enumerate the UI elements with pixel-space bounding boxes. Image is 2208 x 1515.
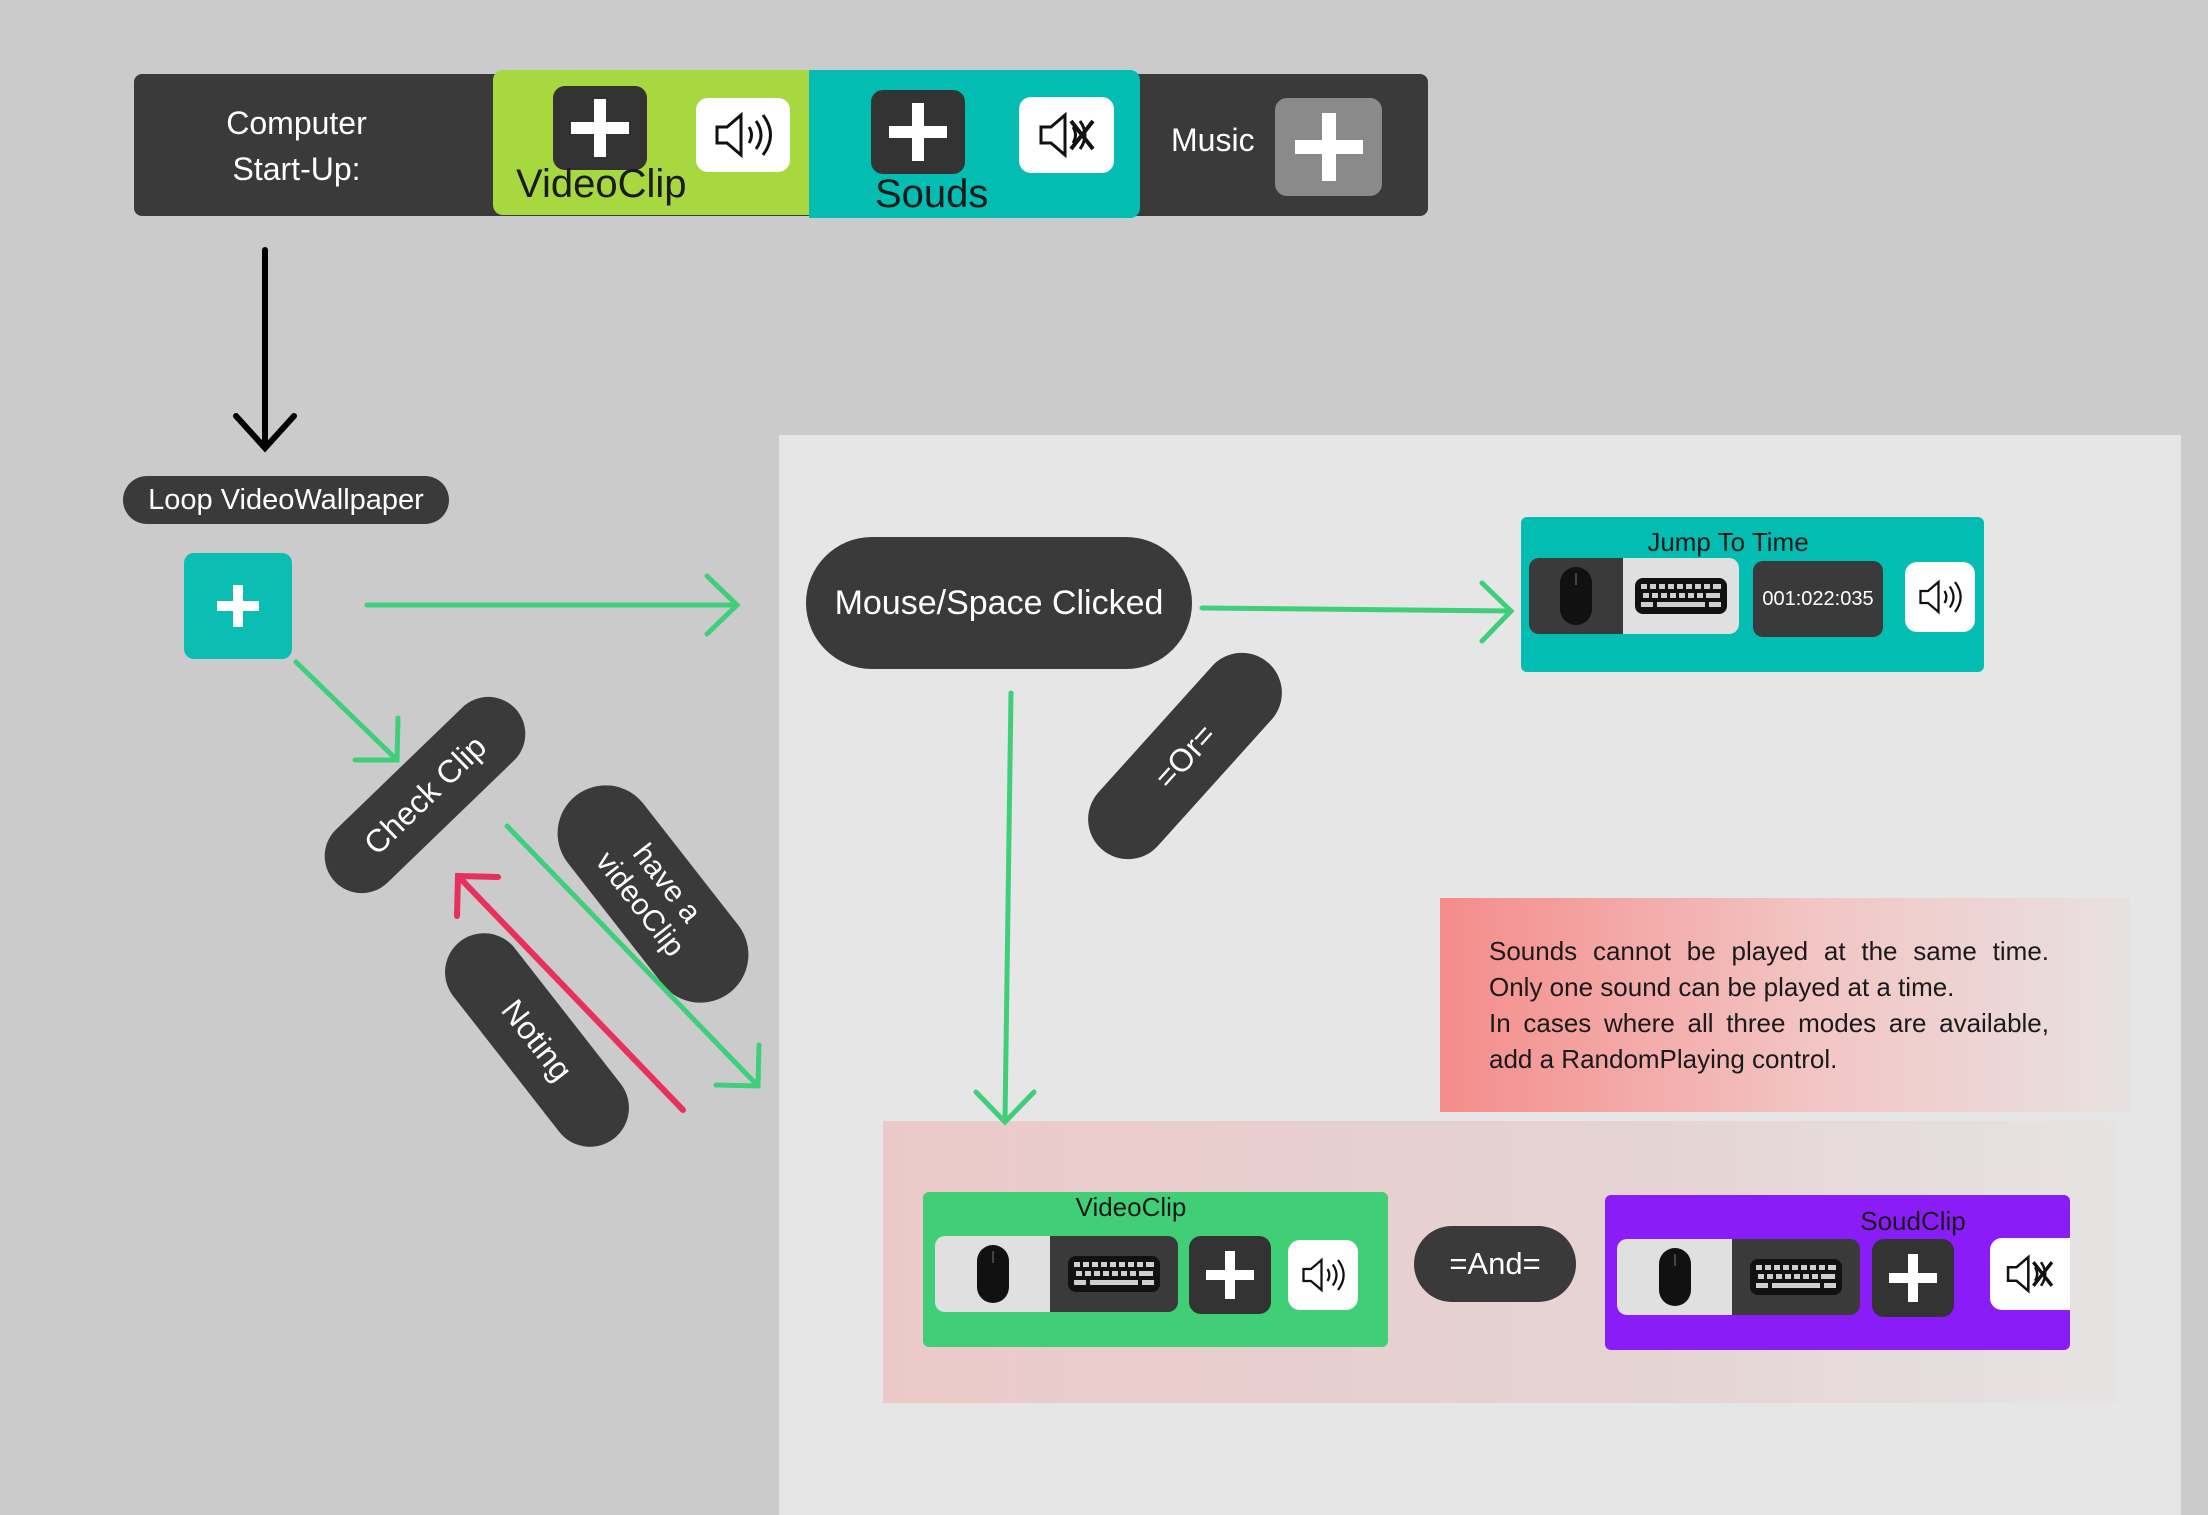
videoclip-label: VideoClip [516,162,687,206]
soundclip-keyboard-input[interactable] [1732,1239,1860,1315]
jump-mouse-input[interactable] [1529,558,1623,634]
speaker-on-icon [1919,579,1962,615]
add-sound-button[interactable] [871,90,965,174]
speaker-on-icon [715,111,772,159]
and-node: =And= [1414,1226,1576,1302]
jump-time-field[interactable]: 001:022:035 [1753,561,1883,637]
note-line-3: In cases where all three modes are avail… [1489,1008,2049,1038]
videoclip-sound-button[interactable] [1288,1240,1358,1310]
speaker-muted-icon [1039,111,1095,159]
jump-to-time-title: Jump To Time [1647,527,1809,557]
sounds-mute-toggle[interactable] [1019,97,1114,173]
sounds-label: Souds [875,172,989,216]
add-music-button[interactable] [1275,98,1382,196]
music-label: Music [1171,122,1255,158]
speaker-on-icon [1302,1257,1345,1293]
plus-icon [1294,113,1363,181]
plus-icon [1889,1254,1937,1302]
videoclip-keyboard-input[interactable] [1050,1236,1178,1312]
note-text: Sounds cannot be played at the same time… [1489,933,2049,1077]
startup-label-line-1: Computer [226,105,367,141]
startup-to-loop-arrow [233,247,297,453]
startup-label: Computer Start-Up: [134,100,459,192]
noting-return-arrow [454,872,686,1113]
loop-videowallpaper-node: Loop VideoWallpaper [123,476,449,524]
startup-label-line-2: Start-Up: [232,151,361,187]
loop-add-button[interactable] [184,553,292,659]
note-box [1440,898,2130,1112]
videoclip-mouse-input[interactable] [935,1236,1050,1312]
mouse-icon [1658,1248,1691,1306]
videoclip-sound-toggle[interactable] [696,98,790,172]
videoclip-card-title: VideoClip [1075,1192,1187,1222]
check-to-bottom-arrow [504,823,762,1089]
jump-sound-toggle[interactable] [1905,562,1975,632]
loop-to-mouse-arrow [364,573,741,637]
mouse-to-bottom-arrow [973,690,1037,1126]
speaker-muted-icon [2006,1254,2054,1294]
mouse-space-clicked-node: Mouse/Space Clicked [806,537,1192,669]
soundclip-mute-button[interactable] [1990,1238,2070,1310]
soundclip-mouse-input[interactable] [1617,1239,1732,1315]
soundclip-add-button[interactable] [1872,1239,1954,1317]
videoclip-add-button[interactable] [1189,1236,1271,1314]
mouse-to-jump-arrow [1199,580,1515,644]
mouse-icon [976,1245,1009,1303]
keyboard-icon [1068,1256,1160,1292]
soundclip-card-title: SoudClip [1860,1206,1966,1236]
plus-icon [217,585,259,627]
add-videoclip-button[interactable] [553,86,647,170]
loop-to-check-arrow [293,659,401,763]
plus-icon [889,103,947,161]
keyboard-icon [1635,578,1727,614]
jump-keyboard-input[interactable] [1623,558,1739,634]
plus-icon [1206,1251,1254,1299]
note-line-4: add a RandomPlaying control. [1489,1044,1838,1074]
note-line-2: Only one sound can be played at a time. [1489,972,1955,1002]
note-line-1: Sounds cannot be played at the same time… [1489,936,2049,966]
mouse-icon [1560,567,1592,625]
keyboard-icon [1750,1259,1842,1295]
plus-icon [571,99,629,157]
